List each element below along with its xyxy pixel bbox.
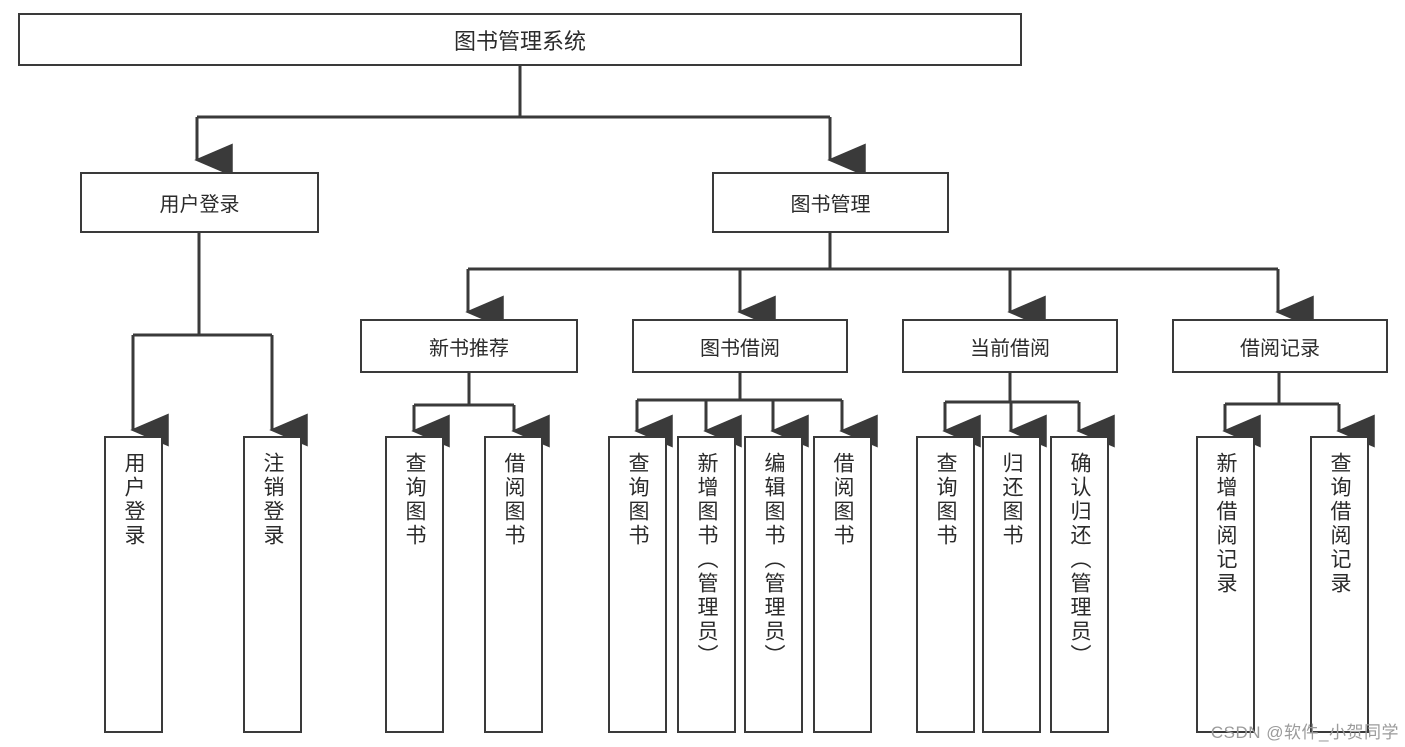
node-current-borrow[interactable]: 当前借阅 — [902, 319, 1118, 373]
leaf-label: 借阅图书 — [502, 452, 525, 548]
leaf-edit-book-admin[interactable]: 编辑图书（管理员） — [744, 436, 803, 733]
leaf-label: 用户登录 — [122, 452, 145, 548]
leaf-borrow-book[interactable]: 借阅图书 — [813, 436, 872, 733]
leaf-label: 编辑图书（管理员） — [762, 452, 785, 668]
leaf-label: 借阅图书 — [831, 452, 854, 548]
node-book-borrow[interactable]: 图书借阅 — [632, 319, 848, 373]
node-user-login[interactable]: 用户登录 — [80, 172, 319, 233]
leaf-add-borrow-record[interactable]: 新增借阅记录 — [1196, 436, 1255, 733]
node-label: 新书推荐 — [429, 337, 509, 360]
leaf-borrow-book-recommend[interactable]: 借阅图书 — [484, 436, 543, 733]
leaf-label: 确认归还（管理员） — [1068, 452, 1091, 668]
node-label: 当前借阅 — [970, 337, 1050, 360]
leaf-query-book-current[interactable]: 查询图书 — [916, 436, 975, 733]
node-label: 图书管理系统 — [453, 28, 586, 54]
leaf-logout[interactable]: 注销登录 — [243, 436, 302, 733]
leaf-label: 查询图书 — [934, 452, 957, 548]
node-borrow-record[interactable]: 借阅记录 — [1172, 319, 1388, 373]
node-book-management[interactable]: 图书管理 — [712, 172, 949, 233]
leaf-add-book-admin[interactable]: 新增图书（管理员） — [677, 436, 736, 733]
node-label: 图书借阅 — [700, 337, 780, 360]
leaf-label: 注销登录 — [261, 452, 284, 548]
node-root-system[interactable]: 图书管理系统 — [18, 13, 1022, 66]
watermark: CSDN @软件_小贺同学 — [1210, 723, 1399, 742]
leaf-label: 新增图书（管理员） — [695, 452, 718, 668]
leaf-label: 查询借阅记录 — [1328, 452, 1351, 596]
leaf-user-login[interactable]: 用户登录 — [104, 436, 163, 733]
leaf-label: 查询图书 — [626, 452, 649, 548]
leaf-label: 归还图书 — [1000, 452, 1023, 548]
node-label: 用户登录 — [159, 194, 240, 216]
leaf-query-book-recommend[interactable]: 查询图书 — [385, 436, 444, 733]
node-label: 借阅记录 — [1240, 337, 1320, 360]
leaf-query-book-borrow[interactable]: 查询图书 — [608, 436, 667, 733]
leaf-label: 查询图书 — [403, 452, 426, 548]
leaf-confirm-return-admin[interactable]: 确认归还（管理员） — [1050, 436, 1109, 733]
node-label: 图书管理 — [790, 194, 871, 216]
node-new-book-recommend[interactable]: 新书推荐 — [360, 319, 578, 373]
leaf-return-book[interactable]: 归还图书 — [982, 436, 1041, 733]
leaf-label: 新增借阅记录 — [1214, 452, 1237, 596]
leaf-query-borrow-record[interactable]: 查询借阅记录 — [1310, 436, 1369, 733]
